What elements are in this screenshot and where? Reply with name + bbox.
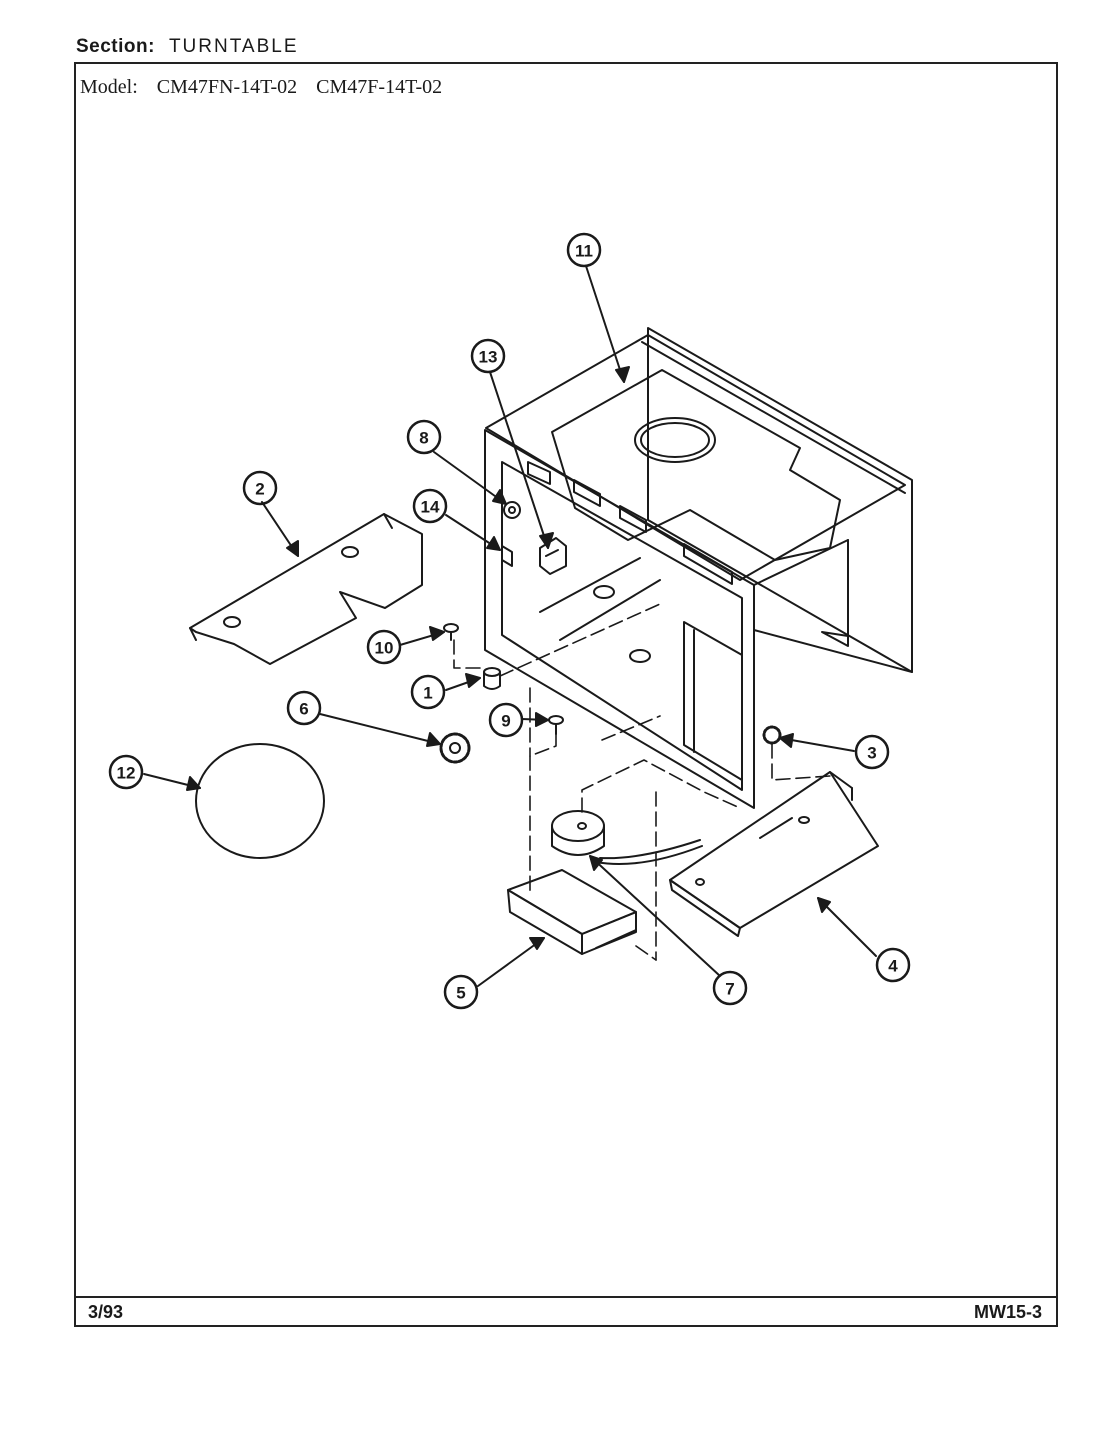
assembly-guide-lines: [453, 603, 831, 961]
callout-circle-10: [366, 629, 402, 665]
callout-circle-3: [854, 734, 890, 770]
callout-4: 4: [888, 957, 898, 976]
callout-circle-12: [108, 754, 144, 790]
callout-1: 1: [423, 684, 432, 703]
bracket-4: [669, 771, 879, 937]
callout-13: 13: [479, 348, 498, 367]
callout-circle-14: [412, 488, 448, 524]
model-number-1: CM47FN-14T-02: [156, 76, 298, 98]
callout-9: 9: [501, 712, 510, 731]
callout-12: 12: [117, 764, 136, 783]
callout-circle-6: [286, 690, 322, 726]
section-label: Section:: [76, 36, 155, 57]
callout-circle-13: [470, 338, 506, 374]
callout-6: 6: [299, 700, 308, 719]
footer-divider: [74, 1296, 1058, 1298]
coupler-1: [483, 667, 501, 690]
callout-11: 11: [575, 242, 593, 261]
section-title: Section: TURNTABLE: [76, 36, 299, 58]
model-label: Model:: [80, 76, 138, 98]
model-number-2: CM47F-14T-02: [316, 76, 443, 98]
callout-14: 14: [421, 498, 440, 517]
callout-circle-2: [242, 470, 278, 506]
diagram-frame: [74, 62, 1058, 1327]
motor-7: [551, 810, 703, 865]
callout-circles: [108, 232, 911, 1010]
switch-13: [539, 537, 567, 575]
callout-8: 8: [419, 429, 428, 448]
model-line: Model: CM47FN-14T-02 CM47F-14T-02: [80, 76, 456, 99]
callout-circle-4: [875, 947, 911, 983]
knob-8: [503, 501, 521, 519]
callout-10: 10: [375, 639, 394, 658]
callout-3: 3: [867, 744, 876, 763]
leader-lines: [143, 265, 877, 987]
screw-10: [443, 623, 459, 641]
section-value: TURNTABLE: [168, 36, 299, 57]
bracket-2: [189, 513, 423, 665]
callout-circle-11: [566, 232, 602, 268]
footer-date: 3/93: [88, 1302, 124, 1322]
callout-7: 7: [725, 980, 734, 999]
footer-page-code: MW15-3: [973, 1302, 1042, 1322]
cavity-housing: [484, 327, 913, 809]
callout-circle-5: [443, 974, 479, 1010]
callout-circle-8: [406, 419, 442, 455]
roller-3: [762, 725, 782, 745]
callout-5: 5: [456, 984, 465, 1003]
callout-circle-1: [410, 674, 446, 710]
turntable-glass-12: [195, 743, 325, 859]
callout-circle-9: [488, 702, 524, 738]
callout-circle-7: [712, 970, 748, 1006]
screw-9: [548, 715, 564, 735]
gear-6: [439, 732, 471, 764]
callout-2: 2: [255, 480, 264, 499]
switch-14: [501, 545, 513, 567]
tray-5: [507, 869, 637, 955]
